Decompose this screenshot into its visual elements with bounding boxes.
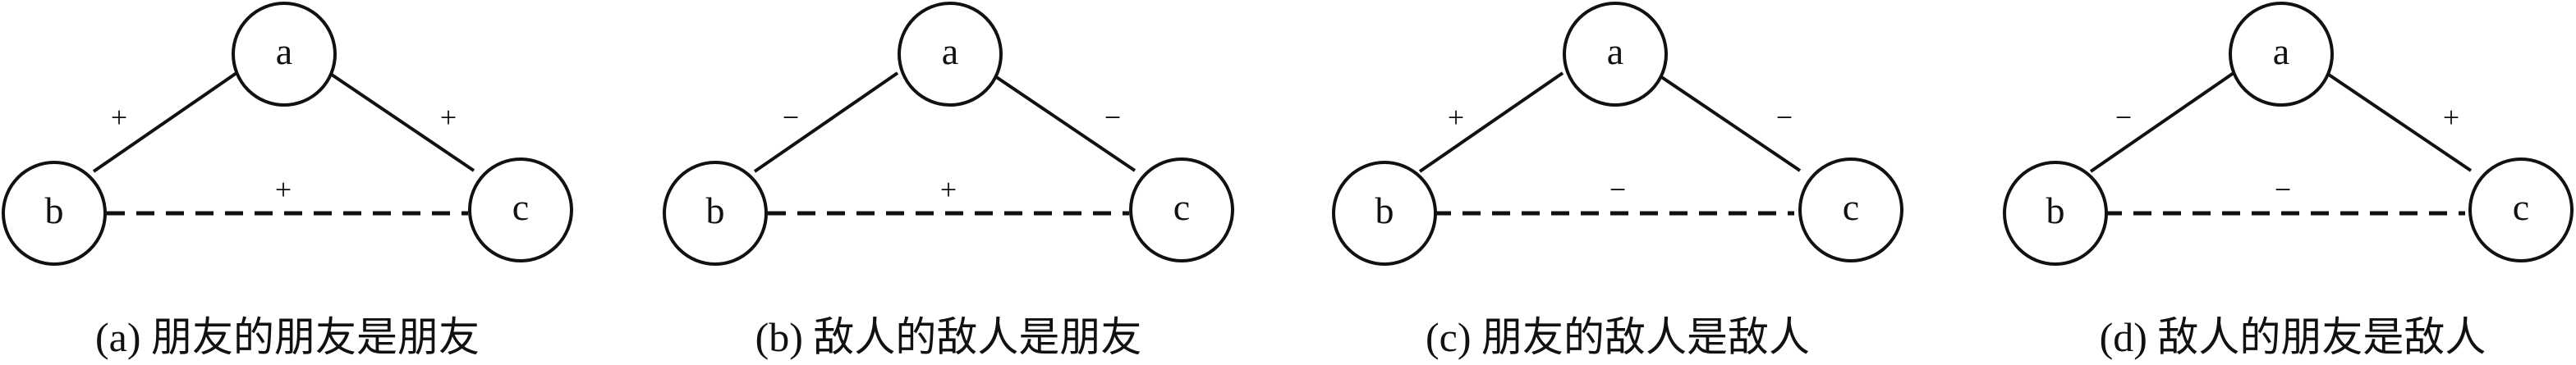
node-b-label: b — [1375, 189, 1394, 231]
sign-a-b: − — [783, 101, 799, 134]
node-a-label: a — [2273, 30, 2289, 72]
caption-a: (a) 朋友的朋友是朋友 — [95, 314, 480, 360]
edge-a-b — [753, 71, 899, 173]
panel-b: a b c − − + (b) 敌人的敌人是朋友 — [663, 2, 1234, 360]
sign-b-c: − — [2275, 173, 2291, 206]
edge-a-b — [2089, 71, 2235, 173]
node-b — [2, 161, 107, 266]
sign-b-c: − — [1609, 173, 1626, 206]
node-a — [2229, 2, 2334, 107]
panel-d: a b c − + − (d) 敌人的朋友是敌人 — [2003, 2, 2574, 360]
sign-a-c: + — [2443, 101, 2459, 134]
node-c-label: c — [2513, 186, 2529, 228]
node-a — [1563, 2, 1668, 107]
node-c-label: c — [1843, 186, 1859, 228]
caption-c: (c) 朋友的敌人是敌人 — [1426, 314, 1810, 360]
caption-d: (d) 敌人的朋友是敌人 — [2100, 314, 2486, 360]
node-c-label: c — [1173, 186, 1190, 228]
node-b-label: b — [706, 189, 725, 231]
node-a — [898, 2, 1003, 107]
node-b — [2003, 161, 2108, 266]
edge-a-b — [1418, 71, 1564, 173]
sign-a-c: + — [440, 101, 457, 134]
panel-a: a b c + + + (a) 朋友的朋友是朋友 — [2, 2, 573, 360]
node-b — [1332, 161, 1437, 266]
node-b-label: b — [2046, 189, 2065, 231]
sign-b-c: + — [940, 173, 957, 206]
edge-a-c — [989, 71, 1136, 172]
caption-b: (b) 敌人的敌人是朋友 — [755, 314, 1142, 360]
node-c — [1798, 157, 1903, 262]
node-a — [232, 2, 337, 107]
panel-c: a b c + − − (c) 朋友的敌人是敌人 — [1332, 2, 1903, 360]
sign-a-b: + — [111, 101, 127, 134]
node-c-label: c — [512, 186, 529, 228]
node-b — [663, 161, 768, 266]
sign-a-c: − — [1104, 101, 1121, 134]
sign-b-c: + — [275, 173, 292, 206]
sign-a-c: − — [1776, 101, 1793, 134]
node-c — [2468, 157, 2574, 262]
node-a-label: a — [1607, 30, 1623, 72]
sign-a-b: − — [2115, 101, 2132, 134]
node-b-label: b — [45, 189, 64, 231]
sign-a-b: + — [1448, 101, 1464, 134]
node-c — [1129, 157, 1234, 262]
node-c — [468, 157, 573, 262]
edge-a-c — [328, 71, 475, 172]
node-a-label: a — [276, 30, 292, 72]
edge-a-b — [92, 71, 238, 173]
edge-a-c — [2325, 71, 2473, 172]
node-a-label: a — [942, 30, 958, 72]
edge-a-c — [1654, 71, 1802, 172]
